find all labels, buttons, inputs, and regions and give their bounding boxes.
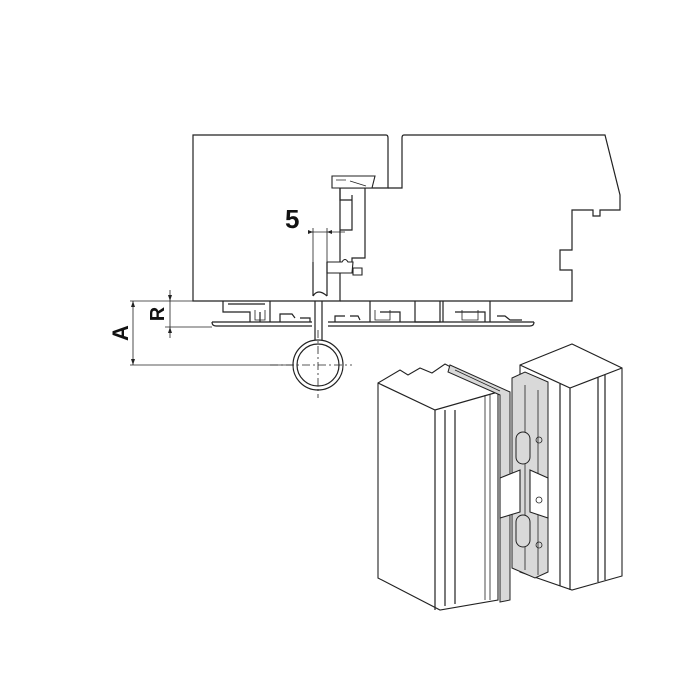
gap-dimension-label: 5 bbox=[285, 204, 299, 234]
hinge-knuckle-bottom bbox=[515, 514, 531, 548]
dimension-lines bbox=[130, 228, 345, 366]
hinge-pin bbox=[270, 330, 352, 398]
hinge-knuckle-top bbox=[515, 431, 531, 465]
dimension-a-label: A bbox=[108, 325, 133, 341]
frame-section bbox=[192, 134, 621, 302]
dimension-r-label: R bbox=[147, 306, 169, 321]
base-profile bbox=[211, 291, 535, 340]
isometric-hinge-view bbox=[377, 343, 623, 611]
